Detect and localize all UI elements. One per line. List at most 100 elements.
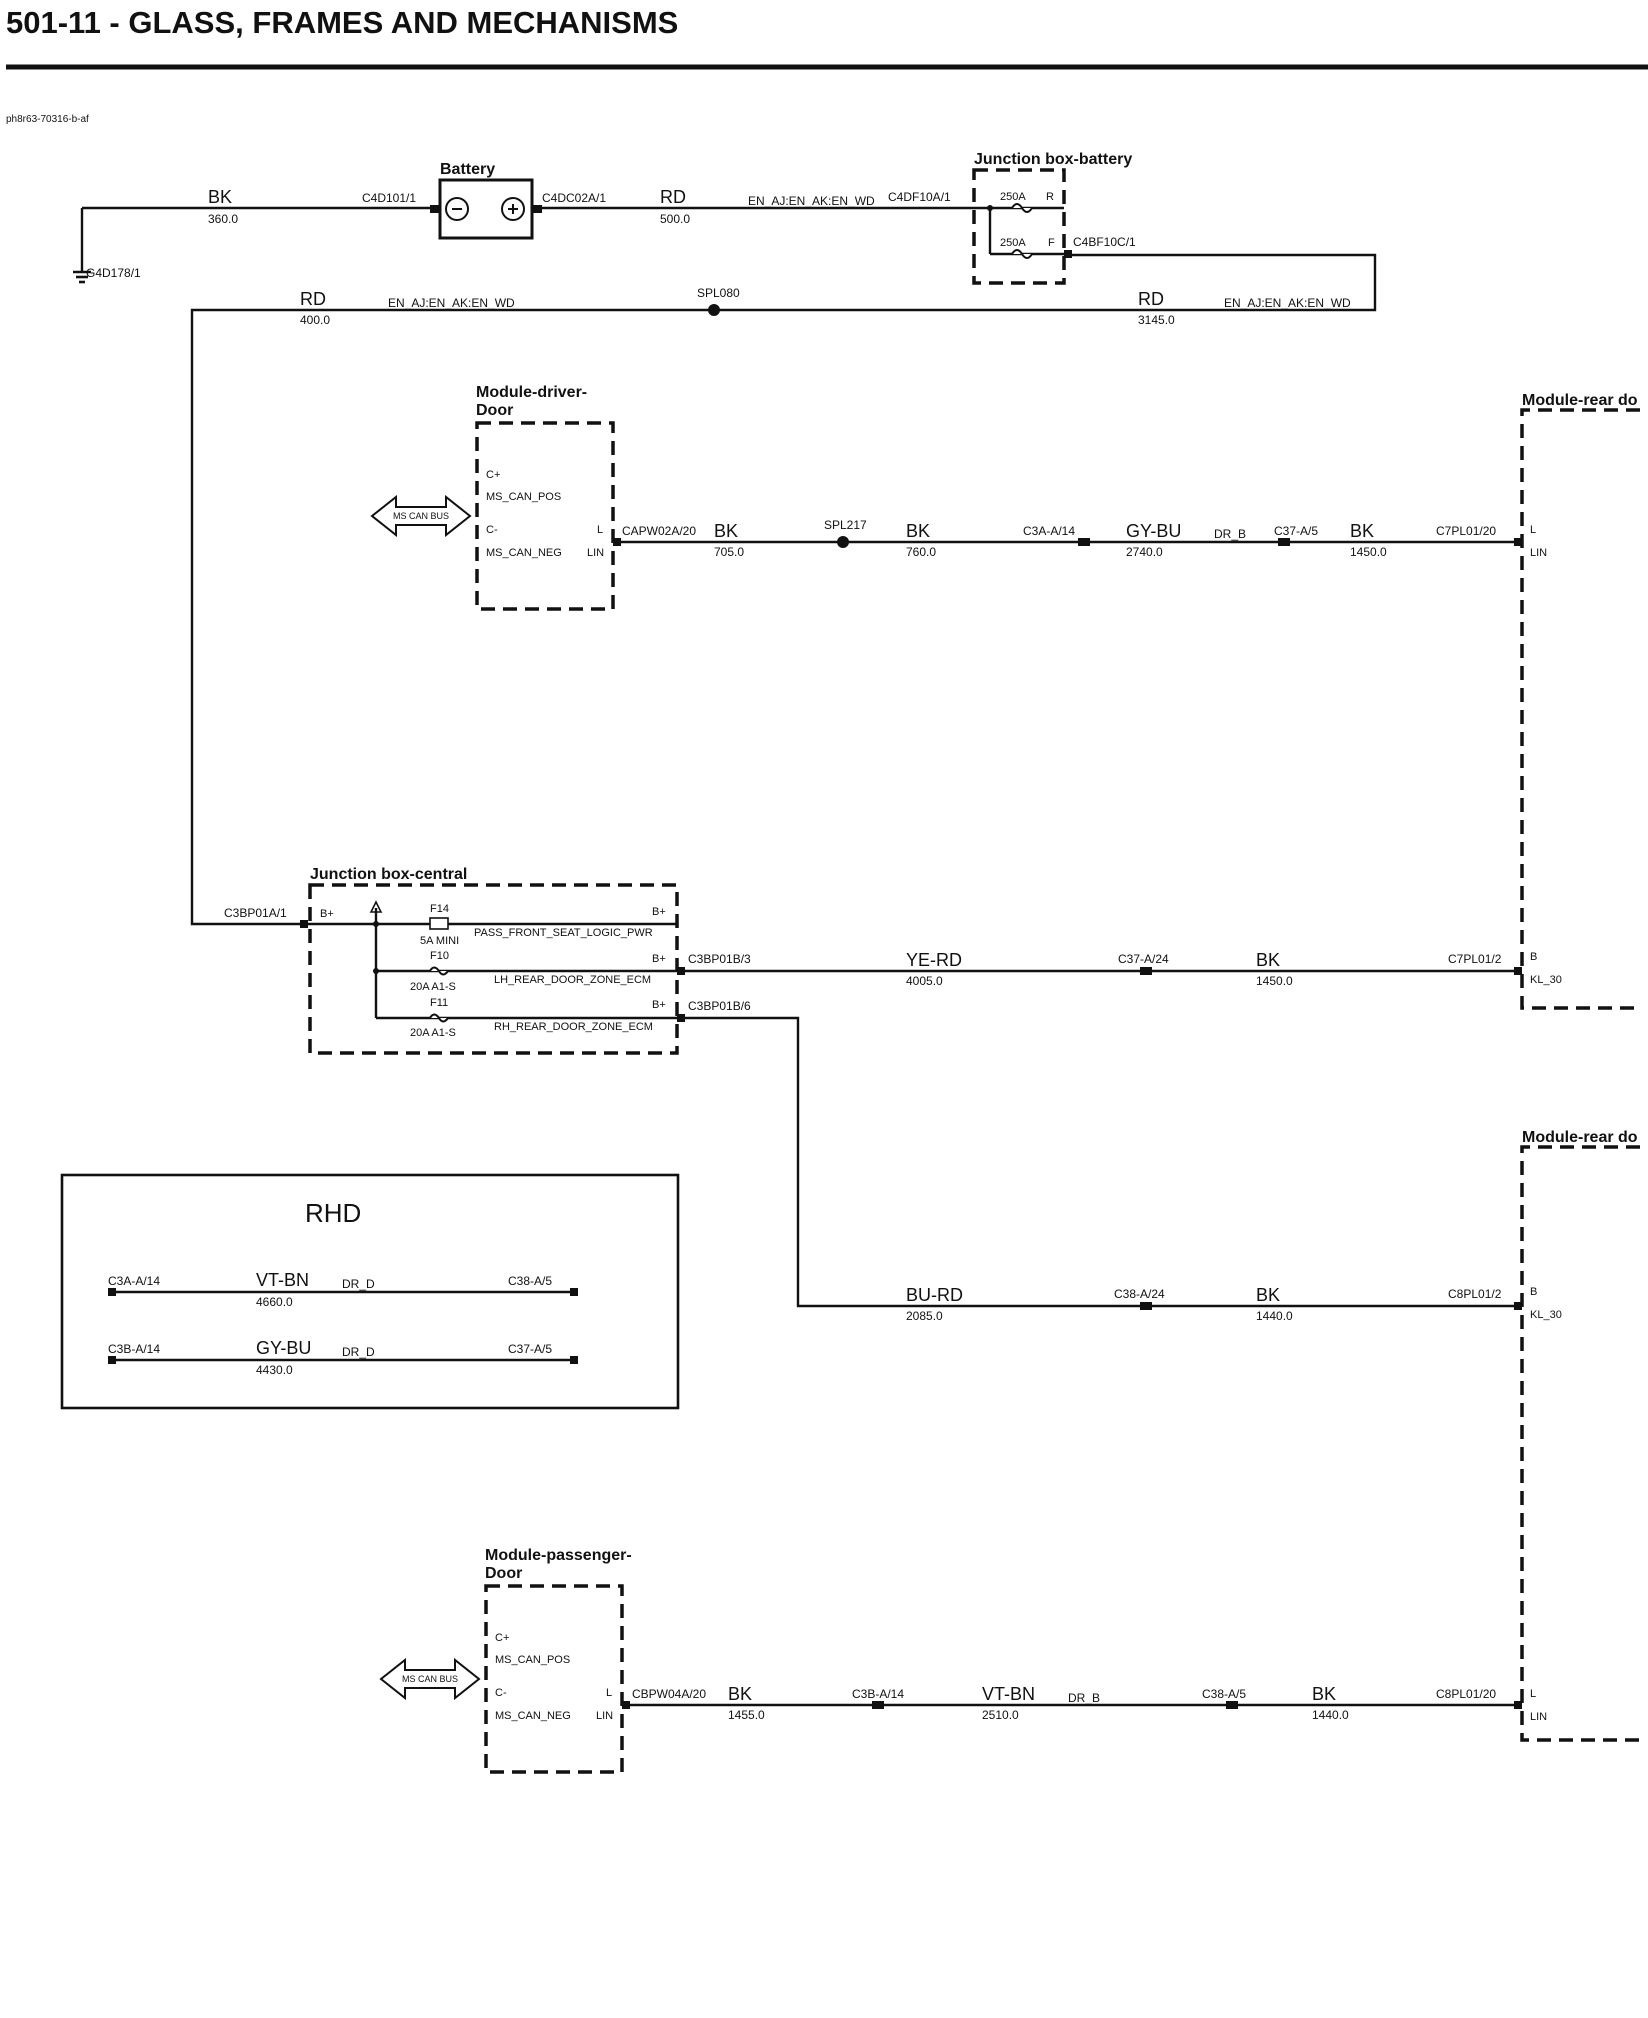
can-bus-label: MS CAN BUS [393, 511, 449, 521]
wire-color-label: VT-BN [982, 1684, 1035, 1704]
pin-label: LIN [587, 547, 604, 559]
module-rear-door-left [1520, 408, 1640, 1010]
connector-pin [570, 1356, 578, 1364]
connector-pin [1514, 967, 1522, 975]
wire-color-label: YE-RD [906, 950, 962, 970]
wire-color-label: BK [1312, 1684, 1336, 1704]
connector-label: C38-A/5 [1202, 1687, 1246, 1701]
pin-label: B [1530, 1286, 1537, 1298]
connector-label: C3A-A/14 [108, 1274, 160, 1288]
connector-label: C3B-A/14 [108, 1342, 160, 1356]
wire-rd-main-feed [190, 253, 1377, 926]
connector-label: CBPW04A/20 [632, 1687, 706, 1701]
wire-option-label: EN_AJ:EN_AK:EN_WD [748, 194, 875, 208]
pin-label: MS_CAN_NEG [486, 547, 562, 559]
pin-label: C+ [486, 469, 500, 481]
wire-size-label: 2085.0 [906, 1309, 943, 1323]
splice-spl080 [708, 304, 720, 316]
wire-size-label: 1450.0 [1350, 545, 1387, 559]
connector-pin [677, 967, 685, 975]
ground-connector-label: G4D178/1 [86, 266, 141, 280]
pin-label: B+ [652, 999, 666, 1011]
fuse-symbol [970, 203, 1064, 259]
junction-box-battery-label: Junction box-battery [974, 151, 1132, 168]
pin-label: B+ [320, 908, 334, 920]
wire-color-label: BK [714, 521, 738, 541]
wire-size-label: 2740.0 [1126, 545, 1163, 559]
connector-inline [1140, 967, 1152, 975]
pin-label: C- [486, 524, 498, 536]
connector-label: C3BP01B/3 [688, 952, 751, 966]
pin-label: MS_CAN_NEG [495, 1710, 571, 1722]
page-title: 501-11 - GLASS, FRAMES AND MECHANISMS [6, 5, 678, 40]
wire-size-label: 1440.0 [1256, 1309, 1293, 1323]
connector-pin [677, 1014, 685, 1022]
module-rear-door-left-label: Module-rear do [1522, 392, 1638, 409]
splice-spl217 [837, 536, 849, 548]
connector-inline [1078, 538, 1090, 546]
connector-label: CAPW02A/20 [622, 524, 696, 538]
module-passenger-door-label: Door [485, 1565, 522, 1582]
rhd-title: RHD [305, 1198, 361, 1228]
module-rear-door-right-label: Module-rear do [1522, 1129, 1638, 1146]
connector-label: C4D101/1 [362, 191, 416, 205]
connector-label: C3BP01A/1 [224, 906, 287, 920]
junction-box-internal-bus [308, 900, 677, 1023]
splice-label: SPL080 [697, 286, 740, 300]
wire-option-label: EN_AJ:EN_AK:EN_WD [1224, 296, 1351, 310]
pin-label: L [597, 524, 603, 536]
wire-size-label: 4005.0 [906, 974, 943, 988]
pin-label: KL_30 [1530, 974, 1562, 986]
connector-inline [1278, 538, 1290, 546]
wire-color-label: GY-BU [256, 1338, 311, 1358]
wire-option-label: DR_B [1068, 1691, 1100, 1705]
fuse-rating: 250A [1000, 191, 1026, 203]
wire-color-label: BK [728, 1684, 752, 1704]
wire-size-label: 500.0 [660, 212, 690, 226]
fuse-rating: 20A A1-S [410, 1027, 456, 1039]
pin-label: C+ [495, 1632, 509, 1644]
module-rear-door-right [1520, 1145, 1640, 1742]
wire-size-label: 1440.0 [1312, 1708, 1349, 1722]
pin-label: LIN [596, 1710, 613, 1722]
pin-label: B+ [652, 953, 666, 965]
junction-box-central-label: Junction box-central [310, 866, 467, 883]
wire-size-label: 360.0 [208, 212, 238, 226]
ground-symbol [73, 208, 91, 284]
wire-size-label: 705.0 [714, 545, 744, 559]
wire-color-label: BK [1256, 950, 1280, 970]
connector-pin [613, 538, 621, 546]
connector-label: C4DF10A/1 [888, 190, 951, 204]
can-bus-arrow-icon [379, 1657, 481, 1701]
document-id: ph8r63-70316-b-af [6, 114, 89, 125]
wire-option-label: DR_D [342, 1345, 375, 1359]
module-driver-door-label: Door [476, 402, 513, 419]
connector-pin [1514, 1302, 1522, 1310]
wire-color-label: BK [906, 521, 930, 541]
connector-label: C3BP01B/6 [688, 999, 751, 1013]
connector-pin [622, 1701, 630, 1709]
connector-label: C4DC02A/1 [542, 191, 606, 205]
fuse-label: F11 [430, 997, 448, 1009]
wire-size-label: 4660.0 [256, 1295, 293, 1309]
can-bus-arrow-icon [370, 494, 472, 538]
pin-label: LIN [1530, 547, 1547, 559]
wire-color-label: RD [1138, 289, 1164, 309]
connector-pin [300, 920, 308, 928]
pin-label: MS_CAN_POS [495, 1654, 570, 1666]
wire-color-label: VT-BN [256, 1270, 309, 1290]
connector-pin [108, 1356, 116, 1364]
junction-box-battery [972, 168, 1066, 285]
connector-label: C8PL01/2 [1448, 1287, 1502, 1301]
wire-size-label: 1455.0 [728, 1708, 765, 1722]
pin-label: L [1530, 1688, 1536, 1700]
wire-size-label: 400.0 [300, 313, 330, 327]
wire-rh-rear-door-feed [677, 1016, 1520, 1308]
connector-label: C38-A/5 [508, 1274, 552, 1288]
can-bus-label: MS CAN BUS [402, 1674, 458, 1684]
pin-label: C- [495, 1687, 507, 1699]
wire-color-label: RD [660, 187, 686, 207]
fuse-circuit: LH_REAR_DOOR_ZONE_ECM [494, 974, 651, 986]
pin-label: B [1530, 951, 1537, 963]
